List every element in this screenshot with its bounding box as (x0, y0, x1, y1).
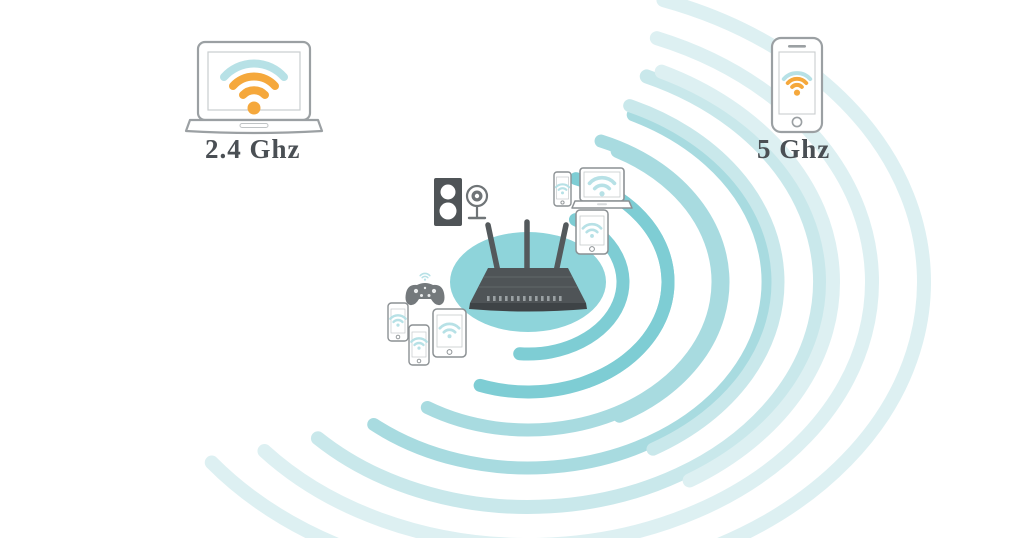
phone-device-top (553, 171, 572, 207)
wifi-icon (410, 337, 428, 350)
wifi-icon (419, 272, 431, 281)
tablet-device-bottom (432, 308, 467, 358)
speaker-device (434, 178, 462, 226)
wave-ring-5ghz-4 (654, 64, 840, 488)
wifi-icon (581, 222, 603, 238)
phone-speaker-grill (788, 45, 806, 48)
router-led-row (487, 296, 562, 301)
phone-home-button (791, 116, 803, 128)
wifi-icon (220, 59, 288, 115)
router-antenna-right (553, 222, 569, 275)
router-antenna-left (485, 222, 501, 275)
wifi-icon (554, 183, 571, 195)
phone-device-bottom (408, 324, 430, 366)
wave-ring-5ghz-2 (594, 134, 730, 423)
wifi-icon (781, 71, 813, 96)
wave-ring-5ghz-3 (623, 99, 785, 456)
phone-device-left (387, 302, 409, 342)
tablet-device-right (575, 209, 609, 255)
wifi-arc-inner (790, 82, 804, 89)
wifi-arc-outer (220, 59, 288, 81)
wifi-icon (587, 175, 617, 197)
phone-5ghz (770, 36, 824, 134)
wave-ring-24ghz-7 (204, 0, 931, 538)
laptop-24ghz (184, 40, 324, 135)
router-base (469, 303, 587, 312)
wifi-arc-outer (781, 71, 813, 82)
wifi-dot (793, 89, 801, 96)
wifi-dot (247, 101, 261, 115)
band-label-24ghz: 2.4 Ghz (205, 134, 301, 164)
gamepad-device (405, 272, 445, 306)
band-label-5ghz: 5 Ghz (757, 134, 831, 164)
wifi-arc-middle (785, 76, 809, 85)
wifi-icon (438, 322, 461, 339)
wifi-icon (389, 314, 407, 327)
laptop-device-right (571, 167, 633, 209)
webcam-device (465, 184, 489, 220)
wifi-arc-inner (239, 86, 269, 99)
wave-ring-24ghz-4 (367, 108, 775, 475)
wave-ring-24ghz-5 (310, 69, 827, 514)
wifi-arc-middle (229, 72, 279, 90)
wireless-router (469, 219, 587, 312)
